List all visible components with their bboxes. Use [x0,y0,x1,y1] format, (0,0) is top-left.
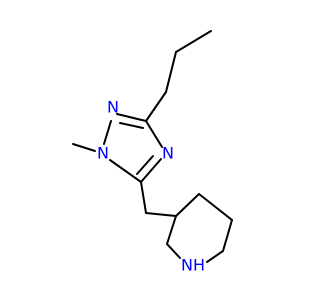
atom-nh-piperidine: NH [181,256,205,275]
atom-n-methyl: N [97,144,109,163]
bond-n4-c5 [140,158,162,183]
molecule-drawing: N N N NH [72,30,233,275]
bond-propyl-3 [145,91,167,122]
atom-n-triazole-left: N [107,98,119,117]
bond-propyl-2 [165,51,177,93]
bond-n1-methyl [72,143,96,152]
bond-c5-n1 [109,159,142,183]
atom-n-triazole-right: N [162,144,174,163]
bond-n1-n2 [103,120,112,145]
bond-n2-c3-double [119,122,144,129]
bond-pip-c3-c2 [166,215,177,245]
structure-canvas: N N N NH [72,30,233,275]
bond-pip-n-c6 [206,250,224,263]
bond-n4-c5-double [136,155,154,175]
bond-pip-c4-c3 [175,193,200,217]
bond-pip-c5-c4 [198,193,233,221]
bond-c5-ch2 [140,181,147,214]
bond-ch2-ring [145,212,177,217]
bond-n2-c3 [116,113,147,122]
bond-propyl-1 [175,30,212,53]
bond-pip-c6-c5 [222,219,233,252]
bond-pip-c2-n [166,243,181,259]
bond-c3-n4 [145,120,163,148]
